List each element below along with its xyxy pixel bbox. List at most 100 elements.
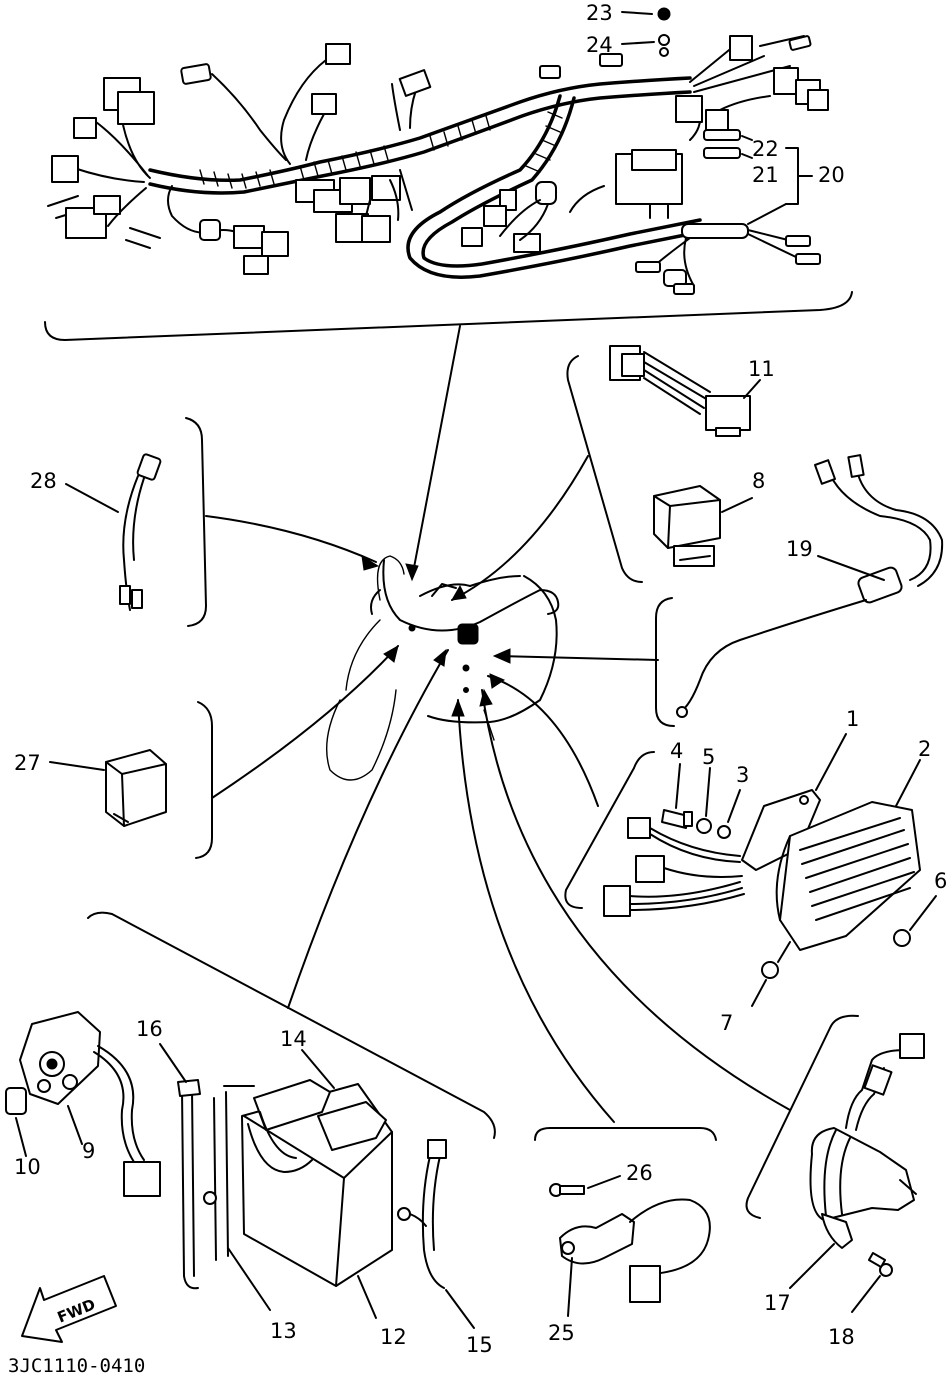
leader-starter-to-frame [481,689,791,1111]
leader-28 [65,483,119,513]
rectifier-group-bracket [564,751,655,909]
screw-4 [661,809,693,829]
leader-battery-to-frame [287,649,449,1009]
leader-8 [721,497,753,513]
leader-relay-to-frame [451,455,589,601]
callout-13: 13 [270,1319,297,1343]
callout-7: 7 [720,1011,733,1035]
bolt-18 [867,1252,893,1277]
neutral-switch-19-bracket [655,597,675,727]
cap-10 [5,1087,27,1115]
breather-pipe-13 [213,1085,255,1261]
leader-17 [789,1243,835,1289]
sub-lead-11 [609,345,751,437]
callout-5: 5 [702,745,715,769]
callout-2: 2 [918,737,931,761]
callout-12: 12 [380,1325,407,1349]
relay-8 [653,485,721,567]
callout-3: 3 [736,763,749,787]
leader-4 [675,763,681,809]
leader-rectifier-to-frame [487,675,599,807]
callout-6: 6 [934,869,947,893]
callout-20: 20 [818,163,845,187]
callout-9: 9 [82,1139,95,1163]
leader-28-to-frame [205,515,377,563]
leader-horn-to-frame [457,699,615,1123]
callout-14: 14 [280,1027,307,1051]
bolt-26 [549,1183,585,1197]
leader-12 [357,1275,377,1319]
bolt-7 [761,941,791,979]
callout-11: 11 [748,357,775,381]
callout-24: 24 [586,33,613,57]
leader-15 [445,1289,475,1329]
callout-1: 1 [846,707,859,731]
fuse-leader-20 [747,175,813,225]
switch-28-bracket [185,417,207,627]
callout-15: 15 [466,1333,493,1357]
rectifier-regulator-2 [775,801,921,951]
leader-19-to-frame [495,655,659,661]
screw-23 [657,7,671,21]
callout-17: 17 [764,1291,791,1315]
starter-group-bracket [745,1014,859,1219]
diagram-code: 3JC1110-0410 [8,1355,145,1376]
leader-26 [587,1175,621,1189]
starter-motor-17 [809,1033,925,1249]
unit-27-bracket [195,701,213,859]
washer-5 [696,818,712,834]
leader-27-to-frame [211,645,399,799]
callout-26: 26 [626,1161,653,1185]
forward-direction-arrow: FWD [21,1275,117,1343]
horn-group-bracket [534,1127,717,1141]
leader-harness-to-frame [411,325,461,579]
neutral-switch-19 [676,454,944,718]
unit-27 [105,749,167,827]
battery-lead-15 [397,1139,447,1289]
leader-13 [227,1247,271,1311]
callout-16: 16 [136,1017,163,1041]
leader-16 [159,1043,187,1083]
leader-14 [301,1049,335,1089]
main-wire-harness [47,35,829,295]
battery-12 [241,1079,393,1287]
washer-24 [658,34,670,57]
switch-28 [119,453,162,611]
nut-6 [893,929,911,947]
leader-21 [741,153,753,159]
callout-21: 21 [752,163,779,187]
arrow-heads [361,555,511,717]
leader-24 [621,41,655,45]
leader-7 [751,979,767,1007]
callout-28: 28 [30,469,57,493]
leader-3 [727,789,741,823]
callout-10: 10 [14,1155,41,1179]
callout-27: 27 [14,751,41,775]
starter-relay-9 [19,1011,161,1197]
leader-1 [815,733,847,791]
leader-27 [49,761,105,771]
rectifier-leads [603,817,745,917]
leader-5 [705,767,711,817]
leader-10 [15,1117,27,1157]
horn-25 [559,1198,711,1303]
callout-22: 22 [752,137,779,161]
collar-3 [717,825,731,839]
leader-6 [909,895,937,931]
callout-18: 18 [828,1325,855,1349]
harness-group-bracket [44,291,853,341]
leader-18 [851,1275,881,1313]
callout-19: 19 [786,537,813,561]
fuse-bracket-20 [785,147,799,205]
leader-9 [67,1105,83,1145]
callout-8: 8 [752,469,765,493]
leader-11 [743,379,761,399]
battery-group-bracket [87,911,496,1139]
battery-lead-16 [177,1079,217,1290]
callout-23: 23 [586,1,613,25]
motorcycle-frame-outline [325,555,560,781]
fuse-21 [703,147,741,159]
leader-25 [567,1257,573,1317]
